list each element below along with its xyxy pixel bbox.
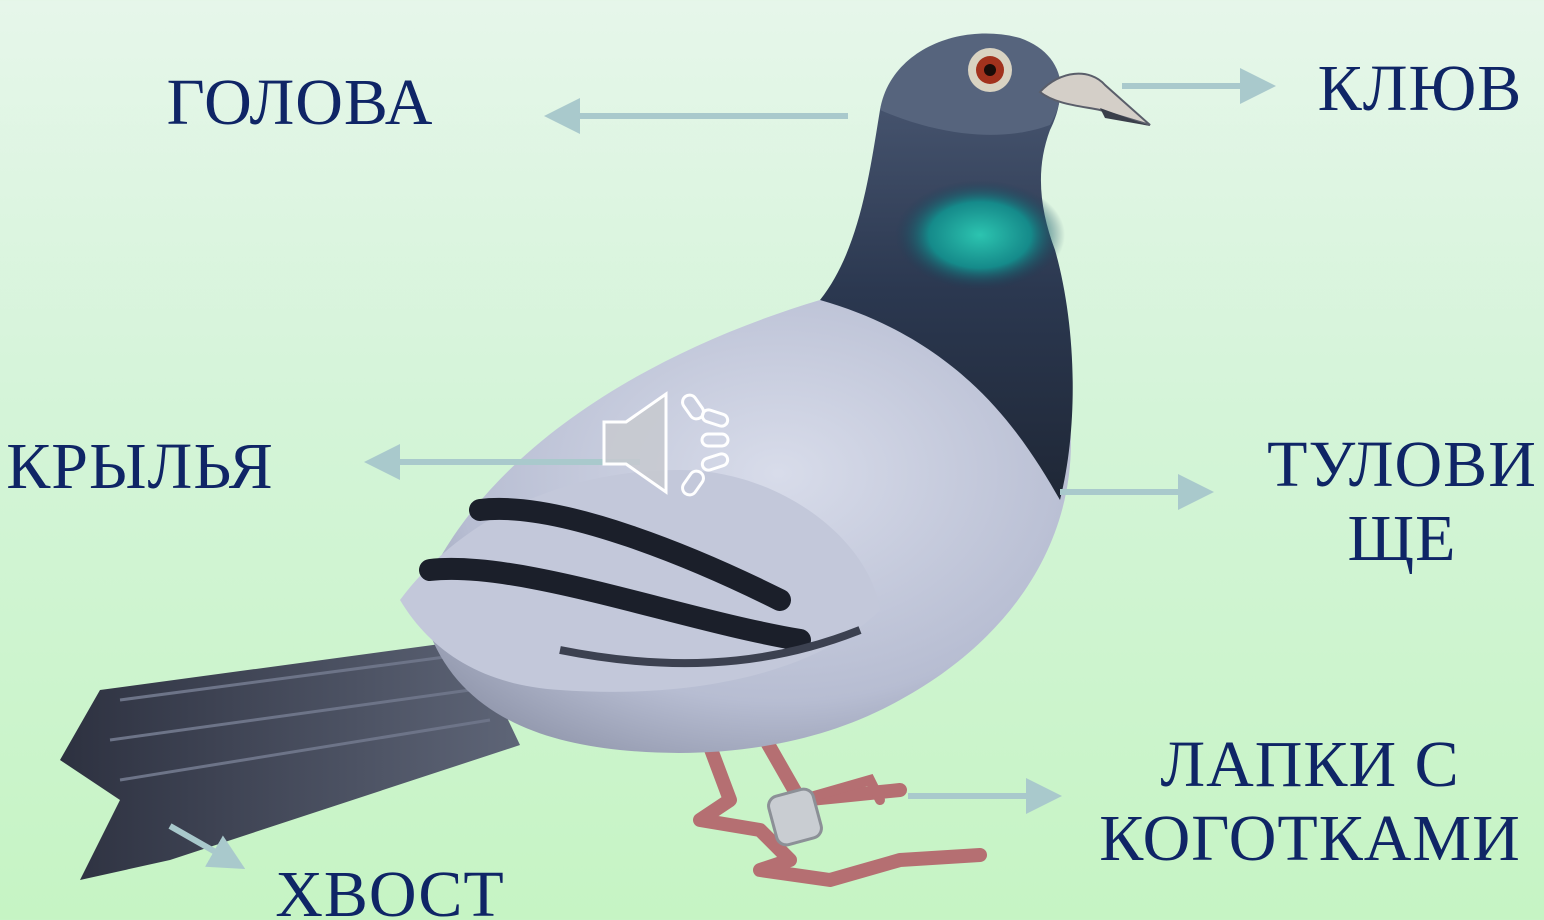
label-tail: ХВОСТ [270,858,510,920]
label-beak: КЛЮВ [1310,52,1530,126]
label-head-text: ГОЛОВА [167,66,434,139]
label-body-line1: ТУЛОВИ [1262,428,1542,502]
arrow-tail [170,826,240,866]
label-body-line2: ЩЕ [1262,502,1542,576]
label-beak-text: КЛЮВ [1318,52,1523,125]
label-legs-line2: КОГОТКАМИ [1090,802,1530,876]
label-wings: КРЫЛЬЯ [0,430,280,504]
label-head: ГОЛОВА [160,66,440,140]
speaker-icon[interactable] [604,392,729,497]
label-legs: ЛАПКИ С КОГОТКАМИ [1090,728,1530,876]
label-wings-text: КРЫЛЬЯ [6,430,273,503]
label-tail-text: ХВОСТ [275,858,505,920]
label-body: ТУЛОВИ ЩЕ [1262,428,1542,576]
label-legs-line1: ЛАПКИ С [1090,728,1530,802]
